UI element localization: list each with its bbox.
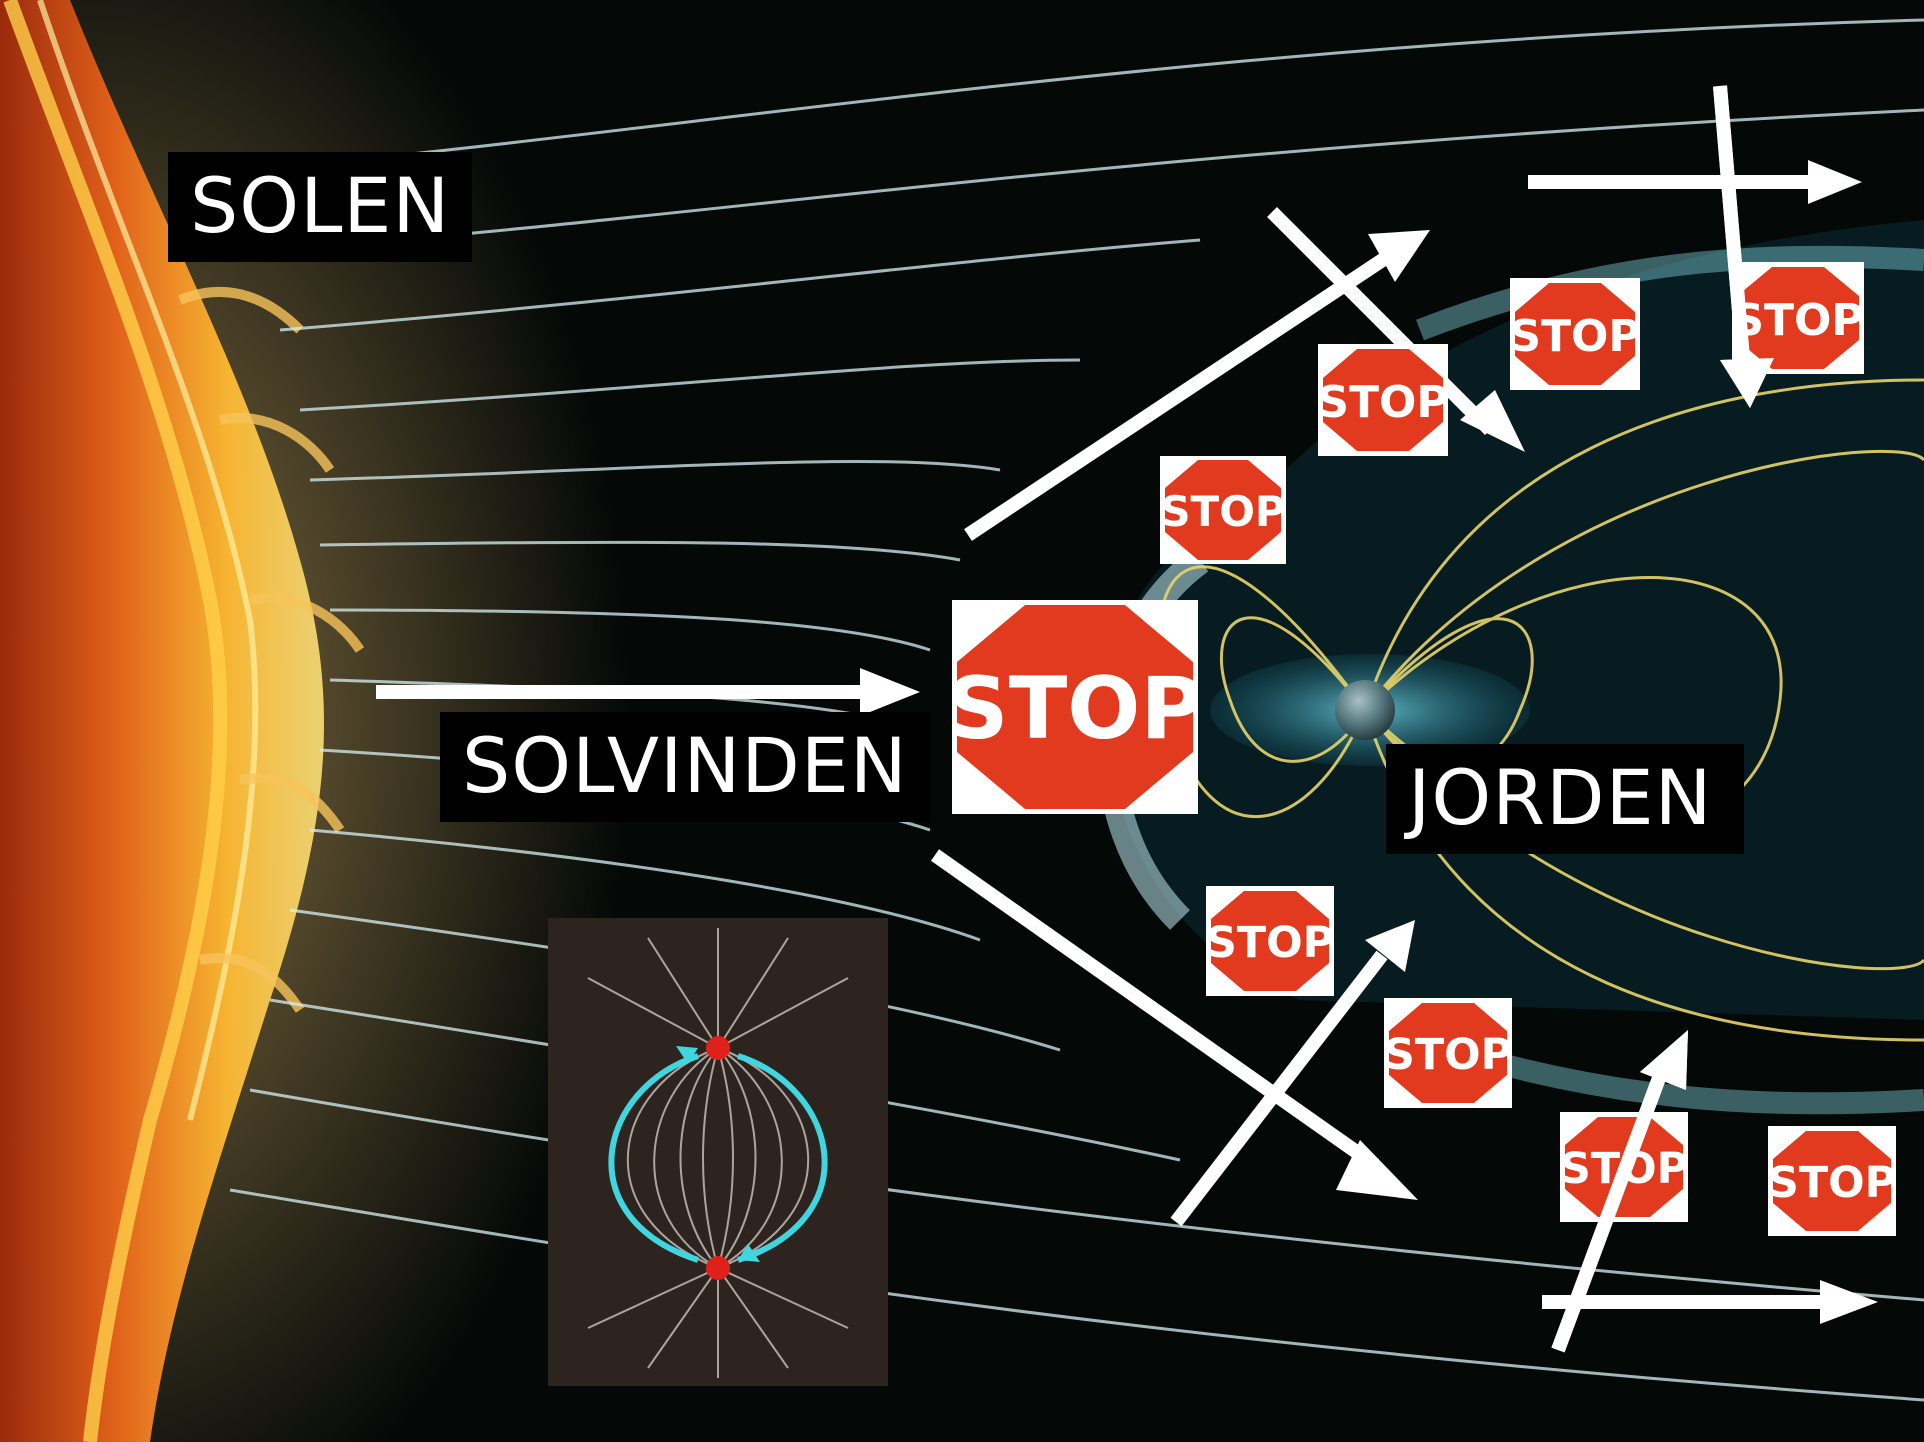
stop-sign-icon: STOP <box>1771 1129 1893 1233</box>
svg-text:STOP: STOP <box>1513 311 1637 362</box>
stop-sign-icon: STOP <box>1163 458 1283 562</box>
solar-wind-label: SOLVINDEN <box>440 712 930 822</box>
stop-sign-icon: STOP <box>1321 347 1445 453</box>
svg-text:STOP: STOP <box>1387 1030 1509 1080</box>
stop-sign-icon: STOP <box>1513 281 1637 387</box>
svg-text:STOP: STOP <box>955 659 1195 759</box>
stop-sign: STOP <box>1206 886 1334 996</box>
stop-sign: STOP <box>1560 1112 1688 1222</box>
svg-text:STOP: STOP <box>1209 918 1331 968</box>
svg-text:STOP: STOP <box>1735 295 1861 346</box>
bar-magnet-field-image <box>548 918 888 1386</box>
stop-sign-icon: STOP <box>955 602 1195 812</box>
stop-sign: STOP <box>1318 344 1448 456</box>
stop-sign-large: STOP <box>952 600 1198 814</box>
stop-sign-icon: STOP <box>1563 1115 1685 1219</box>
stop-sign: STOP <box>1160 456 1286 564</box>
earth-icon <box>1335 680 1395 740</box>
earth-label: JORDEN <box>1386 744 1744 854</box>
svg-text:STOP: STOP <box>1563 1144 1685 1194</box>
stop-sign-icon: STOP <box>1735 265 1861 371</box>
svg-text:STOP: STOP <box>1321 377 1445 428</box>
svg-text:STOP: STOP <box>1771 1158 1893 1208</box>
stop-sign: STOP <box>1732 262 1864 374</box>
sun-label: SOLEN <box>168 152 472 262</box>
stop-sign: STOP <box>1768 1126 1896 1236</box>
svg-text:STOP: STOP <box>1163 487 1283 536</box>
stop-sign-icon: STOP <box>1209 889 1331 993</box>
stop-sign: STOP <box>1384 998 1512 1108</box>
stop-sign-icon: STOP <box>1387 1001 1509 1105</box>
stop-sign: STOP <box>1510 278 1640 390</box>
